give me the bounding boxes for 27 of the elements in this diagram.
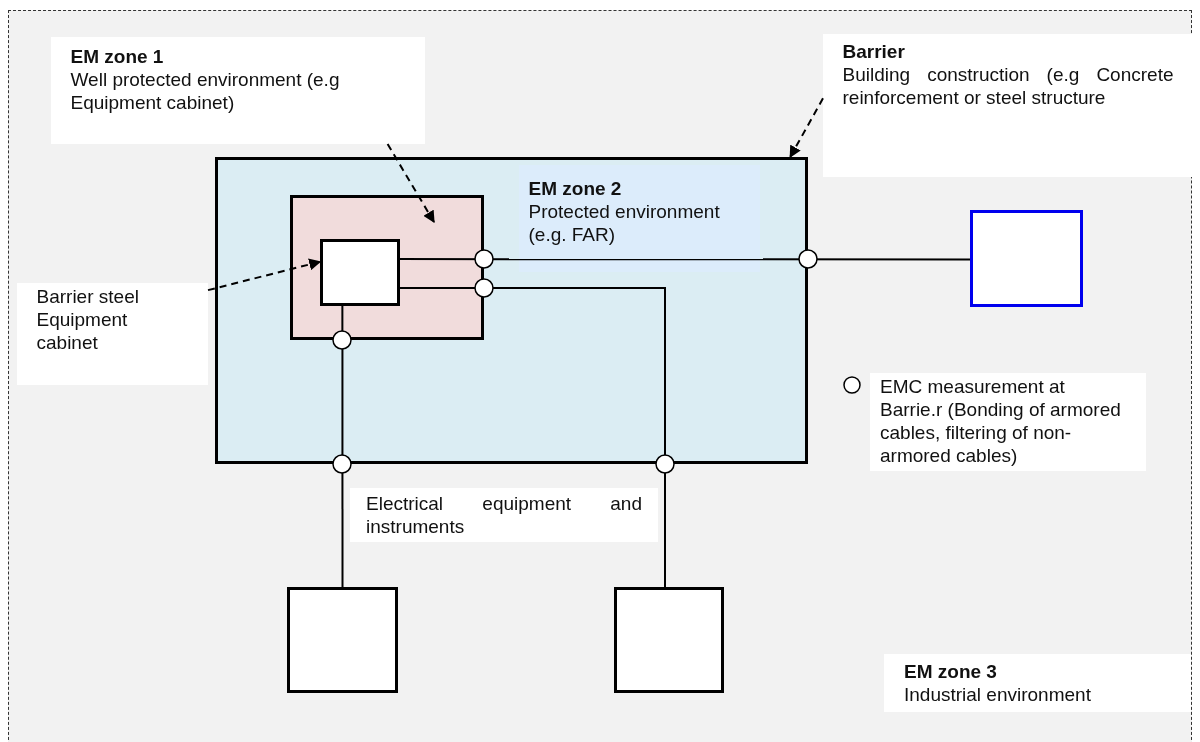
cabinet-box — [289, 194, 484, 340]
leader-line — [789, 97, 824, 159]
zone-heading: EM zone 3 — [904, 660, 998, 683]
zone-heading: EM zone 2 — [528, 176, 623, 200]
cable-line — [341, 305, 344, 588]
equipment-box — [969, 209, 1083, 307]
leader-line — [207, 258, 322, 292]
equipment-box — [319, 238, 400, 306]
callout-box — [822, 33, 1194, 177]
barrier-box — [214, 156, 808, 464]
caption-text: Electrical equipment and instruments — [350, 488, 658, 542]
zone-description: Well protected environment (e.g Equipment cabinet) — [70, 67, 341, 114]
callout-box — [50, 36, 425, 144]
zone-description: Industrial environment — [904, 683, 1092, 706]
cable-line — [399, 286, 666, 588]
zone-heading: EM zone 1 — [70, 44, 165, 68]
zone-description: Protected environment (e.g. FAR) — [528, 199, 721, 246]
callout-box — [16, 282, 208, 385]
zone-heading: Barrier — [842, 39, 906, 63]
equipment-box — [613, 586, 724, 693]
callout-text: Barrier steel Equipment cabinet — [36, 284, 140, 354]
zone-description: Building construction (e.g Concrete reinforcement or steel structure — [842, 62, 1174, 109]
cable-line — [399, 258, 971, 261]
equipment-box — [286, 586, 398, 693]
legend-text: EMC measurement at Barrie.r (Bonding of armored cables, filtering of non-armored cables) — [870, 373, 1146, 471]
zone-frame — [8, 10, 1192, 742]
leader-line — [386, 143, 435, 224]
